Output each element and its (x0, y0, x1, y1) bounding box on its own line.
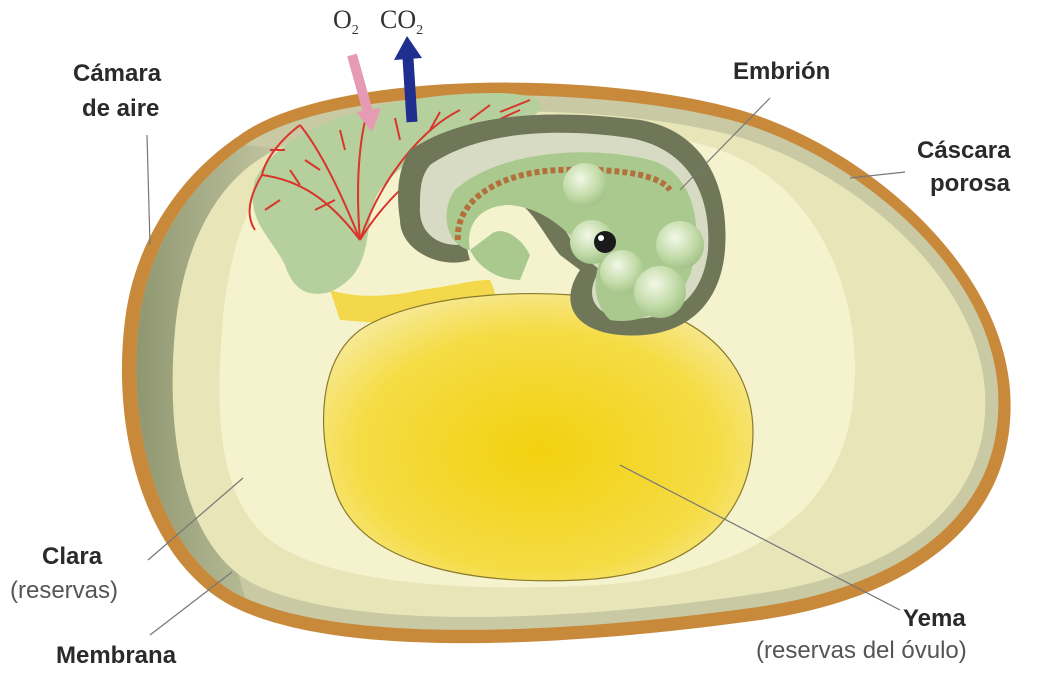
shell-label-line2: porosa (930, 170, 1010, 198)
shell-label-line1: Cáscara (917, 137, 1010, 165)
eye-highlight (598, 235, 604, 241)
yolk-sublabel: (reservas del óvulo) (756, 637, 967, 665)
o2-label: O2 (333, 5, 359, 39)
brain-vesicle-3 (656, 221, 704, 269)
albumen-sublabel: (reservas) (10, 577, 118, 605)
air-chamber-label-line2: de aire (82, 95, 159, 123)
yolk-label: Yema (903, 605, 966, 633)
albumen-label: Clara (42, 543, 102, 571)
membrane-label: Membrana (56, 642, 176, 670)
eye (594, 231, 616, 253)
air-chamber-label-line1: Cámara (73, 60, 161, 88)
embryo-label: Embrión (733, 58, 830, 86)
yolk (324, 294, 753, 581)
brain-vesicle-1 (563, 163, 607, 207)
brain-vesicle-5 (634, 266, 686, 318)
co2-label: CO2 (380, 5, 423, 39)
